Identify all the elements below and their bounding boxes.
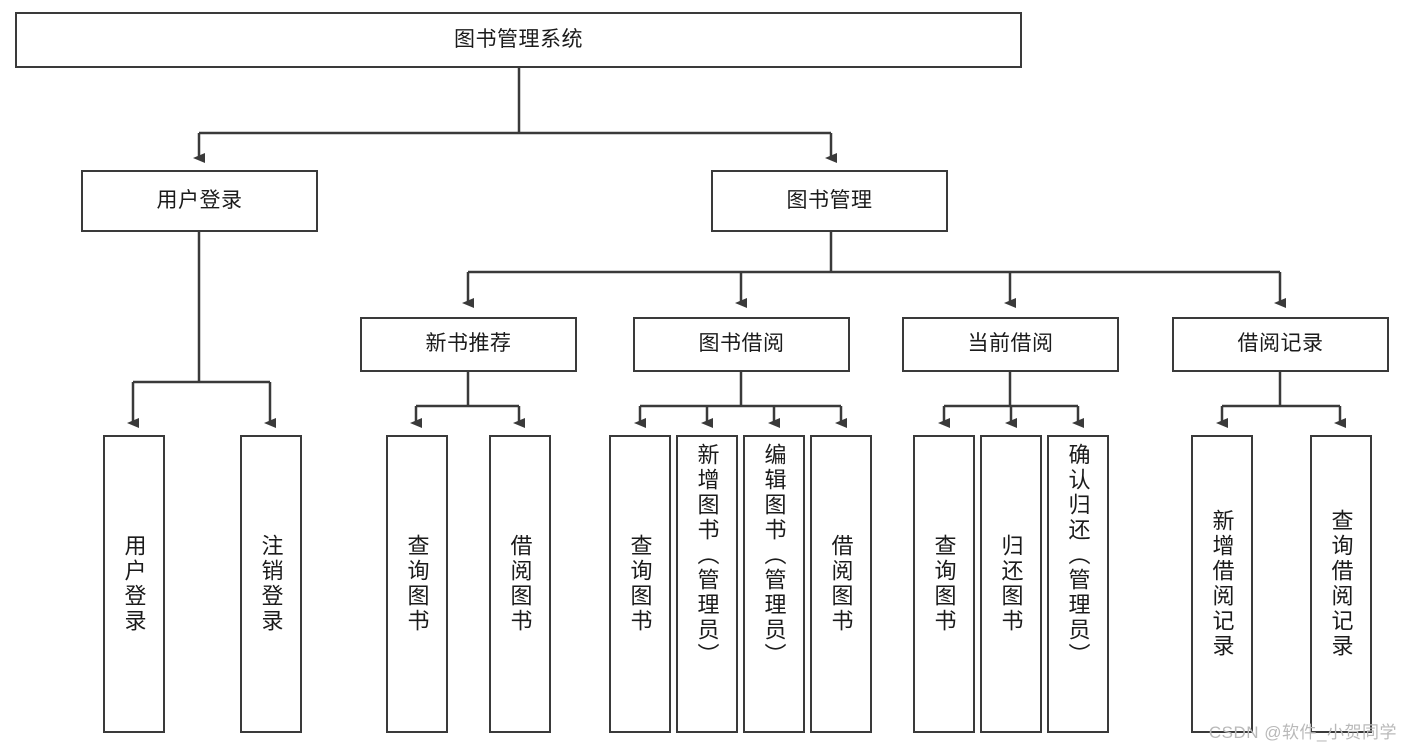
node-book-management[interactable]: 图书管理 xyxy=(711,170,948,232)
leaf-book-borrow-query[interactable]: 查询图书 xyxy=(609,435,671,733)
node-label: 借阅图书 xyxy=(828,534,854,634)
leaf-book-borrow-borrow[interactable]: 借阅图书 xyxy=(810,435,872,733)
node-label: 查询图书 xyxy=(627,534,653,634)
node-new-book-recommend[interactable]: 新书推荐 xyxy=(360,317,577,372)
node-label: 查询图书 xyxy=(931,534,957,634)
watermark-text: CSDN @软件_小贺同学 xyxy=(1208,723,1397,742)
leaf-current-borrow-confirm-return[interactable]: 确认归还（管理员） xyxy=(1047,435,1109,733)
leaf-current-borrow-return[interactable]: 归还图书 xyxy=(980,435,1042,733)
node-label: 图书借阅 xyxy=(698,332,785,356)
leaf-new-book-borrow[interactable]: 借阅图书 xyxy=(489,435,551,733)
node-label: 确认归还（管理员） xyxy=(1065,443,1091,668)
leaf-user-login-login[interactable]: 用户登录 xyxy=(103,435,165,733)
node-label: 图书管理系统 xyxy=(454,27,583,51)
node-label: 借阅记录 xyxy=(1237,332,1324,356)
node-label: 新增借阅记录 xyxy=(1209,509,1235,659)
node-label: 用户登录 xyxy=(121,534,147,634)
leaf-book-borrow-add[interactable]: 新增图书（管理员） xyxy=(676,435,738,733)
node-label: 编辑图书（管理员） xyxy=(761,443,787,668)
node-root-system[interactable]: 图书管理系统 xyxy=(15,12,1022,68)
node-label: 图书管理 xyxy=(786,188,873,212)
node-user-login[interactable]: 用户登录 xyxy=(81,170,318,232)
leaf-borrow-record-query[interactable]: 查询借阅记录 xyxy=(1310,435,1372,733)
node-current-borrow[interactable]: 当前借阅 xyxy=(902,317,1119,372)
leaf-book-borrow-edit[interactable]: 编辑图书（管理员） xyxy=(743,435,805,733)
node-label: 新增图书（管理员） xyxy=(694,443,720,668)
node-book-borrow[interactable]: 图书借阅 xyxy=(633,317,850,372)
leaf-borrow-record-add[interactable]: 新增借阅记录 xyxy=(1191,435,1253,733)
leaf-user-login-logout[interactable]: 注销登录 xyxy=(240,435,302,733)
node-label: 查询借阅记录 xyxy=(1328,509,1354,659)
node-label: 注销登录 xyxy=(258,534,284,634)
node-label: 归还图书 xyxy=(998,534,1024,634)
node-label: 借阅图书 xyxy=(507,534,533,634)
node-label: 查询图书 xyxy=(404,534,430,634)
leaf-current-borrow-query[interactable]: 查询图书 xyxy=(913,435,975,733)
node-label: 当前借阅 xyxy=(967,332,1054,356)
leaf-new-book-query[interactable]: 查询图书 xyxy=(386,435,448,733)
node-label: 新书推荐 xyxy=(425,332,512,356)
node-label: 用户登录 xyxy=(156,188,243,212)
node-borrow-record[interactable]: 借阅记录 xyxy=(1172,317,1389,372)
